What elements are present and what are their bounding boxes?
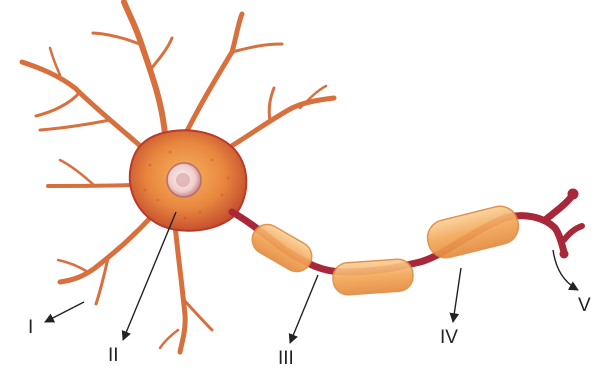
label-iii: III xyxy=(278,349,294,368)
arrow-i xyxy=(45,302,84,322)
label-v: V xyxy=(578,296,591,315)
arrow-iii xyxy=(290,275,318,343)
nucleolus xyxy=(176,173,190,187)
arrow-ii xyxy=(123,212,176,340)
label-ii: II xyxy=(108,346,119,365)
myelin-segment-1 xyxy=(247,219,317,277)
arrow-iv xyxy=(453,268,461,322)
myelin-sheath xyxy=(247,202,522,295)
label-iv: IV xyxy=(440,328,458,347)
myelin-segment-3 xyxy=(424,202,522,261)
label-i: I xyxy=(28,318,33,337)
myelin-segment-2 xyxy=(332,258,414,296)
